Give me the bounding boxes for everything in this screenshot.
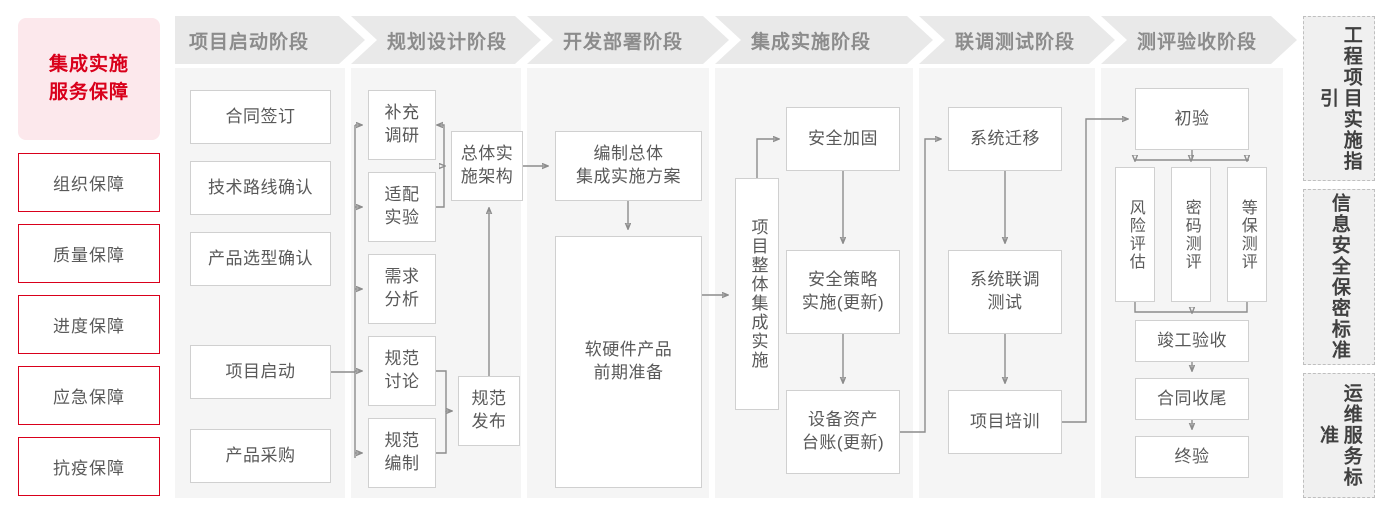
node-label-line2: 集成实施方案	[576, 167, 681, 186]
node-spec-release[interactable]: 规范 发布	[458, 376, 520, 446]
standard-label: 工程项目实施指引	[1317, 25, 1362, 172]
guarantee-item-epidemic[interactable]: 抗疫保障	[18, 437, 160, 496]
stage-header-label: 规划设计阶段	[387, 31, 508, 53]
node-label-line2: 实验	[384, 208, 420, 227]
node-tech-route-confirm[interactable]: 技术路线确认	[190, 161, 331, 215]
stage-header-label: 开发部署阶段	[563, 31, 684, 53]
node-label-line2: 施架构	[460, 167, 514, 186]
node-label-line2: 前期准备	[593, 363, 664, 382]
node-label-line1: 补充	[384, 103, 420, 123]
node-system-joint-test[interactable]: 系统联调 测试	[948, 250, 1062, 334]
guarantee-item-label: 质量保障	[53, 246, 125, 265]
node-risk-assessment[interactable]: 风险评估	[1115, 167, 1155, 302]
node-spec-discussion[interactable]: 规范 讨论	[368, 336, 436, 406]
node-label-line2: 测试	[987, 293, 1023, 312]
node-device-asset-ledger[interactable]: 设备资产 台账(更新)	[786, 390, 900, 474]
node-label-line1: 适配	[384, 185, 420, 205]
node-label-line1: 规范	[384, 431, 420, 451]
node-label-line1: 安全策略	[807, 270, 878, 290]
node-label-line2: 讨论	[384, 372, 420, 391]
guarantee-title-line1: 集成实施	[48, 54, 129, 76]
node-system-migration[interactable]: 系统迁移	[948, 107, 1062, 171]
node-project-kickoff[interactable]: 项目启动	[190, 345, 331, 399]
standard-label: 信息安全保密标准	[1328, 193, 1350, 361]
stage-header-acceptance[interactable]: 测评验收阶段	[1101, 16, 1297, 64]
node-overall-integration-plan[interactable]: 编制总体 集成实施方案	[555, 131, 702, 201]
stage-header-label: 集成实施阶段	[751, 31, 872, 53]
node-label: 合同签订	[225, 106, 296, 126]
node-label-line2: 台账(更新)	[801, 433, 885, 452]
guarantee-item-organization[interactable]: 组织保障	[18, 153, 160, 212]
node-spec-drafting[interactable]: 规范 编制	[368, 418, 436, 488]
standard-card-infosec[interactable]: 信息安全保密标准	[1303, 189, 1375, 365]
node-security-policy-impl[interactable]: 安全策略 实施(更新)	[786, 250, 900, 334]
node-label-line2: 编制	[384, 454, 420, 473]
node-label-line1: 编制总体	[593, 144, 664, 164]
node-label: 项目整体集成实施	[748, 218, 768, 370]
node-label: 产品采购	[225, 445, 296, 465]
guarantee-item-label: 进度保障	[53, 317, 125, 336]
guarantee-item-label: 组织保障	[53, 175, 125, 194]
node-label-line1: 规范	[384, 349, 420, 369]
node-label: 终验	[1174, 446, 1210, 466]
standard-card-engineering[interactable]: 工程项目实施指引	[1303, 16, 1375, 181]
node-label-line1: 软硬件产品	[584, 340, 673, 360]
node-mlps-evaluation[interactable]: 等保测评	[1227, 167, 1267, 302]
node-label-line2: 发布	[471, 412, 507, 431]
stage-header-label: 测评验收阶段	[1137, 31, 1258, 53]
node-label-line1: 规范	[471, 389, 507, 409]
stage-header-joint-test[interactable]: 联调测试阶段	[919, 16, 1115, 64]
node-adaptation-experiment[interactable]: 适配 实验	[368, 172, 436, 242]
stage-header-integration[interactable]: 集成实施阶段	[715, 16, 933, 64]
node-project-training[interactable]: 项目培训	[948, 390, 1062, 454]
node-requirement-analysis[interactable]: 需求 分析	[368, 254, 436, 324]
node-label-line2: 分析	[384, 290, 420, 309]
node-label-line2: 实施(更新)	[801, 293, 885, 312]
node-label: 密码测评	[1182, 198, 1200, 271]
node-label-line1: 设备资产	[807, 410, 878, 430]
node-label: 项目启动	[225, 361, 296, 381]
stage-header-planning[interactable]: 规划设计阶段	[351, 16, 541, 64]
stage-header-label: 联调测试阶段	[955, 31, 1076, 53]
stage-header-initiation[interactable]: 项目启动阶段	[175, 16, 365, 64]
node-hw-sw-preparation[interactable]: 软硬件产品 前期准备	[555, 236, 702, 488]
guarantee-item-label: 应急保障	[53, 388, 125, 407]
stage-header-development[interactable]: 开发部署阶段	[527, 16, 729, 64]
guarantee-item-schedule[interactable]: 进度保障	[18, 295, 160, 354]
node-label: 等保测评	[1238, 198, 1256, 271]
node-label: 风险评估	[1126, 198, 1144, 271]
node-security-hardening[interactable]: 安全加固	[786, 107, 900, 171]
node-label-line1: 总体实	[460, 144, 514, 164]
node-label-line2: 调研	[384, 126, 420, 145]
standard-label: 运维服务标准	[1317, 383, 1362, 488]
guarantee-title-line2: 服务保障	[48, 82, 129, 103]
guarantee-item-emergency[interactable]: 应急保障	[18, 366, 160, 425]
node-product-selection-confirm[interactable]: 产品选型确认	[190, 232, 331, 286]
guarantee-title-card: 集成实施 服务保障	[18, 18, 160, 140]
node-label: 系统迁移	[970, 128, 1040, 148]
node-label: 合同收尾	[1157, 388, 1227, 408]
node-crypto-evaluation[interactable]: 密码测评	[1171, 167, 1211, 302]
node-supplementary-research[interactable]: 补充 调研	[368, 90, 436, 160]
guarantee-item-label: 抗疫保障	[53, 459, 125, 478]
node-label: 初验	[1174, 108, 1210, 128]
node-final-acceptance[interactable]: 终验	[1135, 436, 1249, 478]
node-overall-impl-architecture[interactable]: 总体实 施架构	[451, 131, 523, 201]
node-completion-acceptance[interactable]: 竣工验收	[1135, 320, 1249, 362]
node-product-procurement[interactable]: 产品采购	[190, 429, 331, 483]
standard-card-ops[interactable]: 运维服务标准	[1303, 373, 1375, 498]
guarantee-item-quality[interactable]: 质量保障	[18, 224, 160, 283]
node-label: 竣工验收	[1157, 330, 1227, 350]
node-preliminary-acceptance[interactable]: 初验	[1135, 88, 1249, 150]
node-label: 技术路线确认	[208, 177, 313, 197]
node-label: 产品选型确认	[208, 248, 313, 268]
node-label-line1: 需求	[384, 267, 420, 287]
node-label: 项目培训	[970, 411, 1040, 431]
node-contract-closeout[interactable]: 合同收尾	[1135, 378, 1249, 420]
node-label: 安全加固	[808, 128, 878, 148]
stage-header-label: 项目启动阶段	[189, 31, 310, 53]
node-label-line1: 系统联调	[970, 270, 1040, 290]
node-contract-signing[interactable]: 合同签订	[190, 90, 331, 144]
node-overall-project-integration[interactable]: 项目整体集成实施	[735, 178, 779, 410]
